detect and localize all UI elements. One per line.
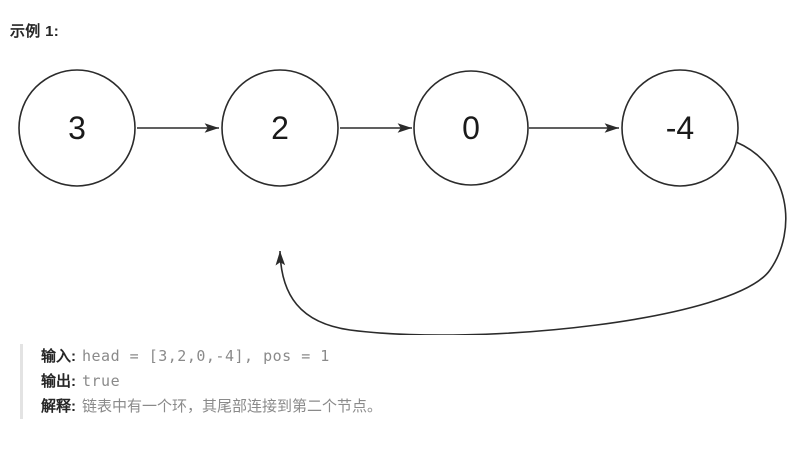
- input-value: head = [3,2,0,-4], pos = 1: [82, 347, 330, 365]
- node-0: 0: [413, 70, 529, 186]
- node-2: 2: [221, 69, 339, 187]
- node-2-label: 2: [271, 110, 289, 146]
- input-line: 输入: head = [3,2,0,-4], pos = 1: [41, 344, 382, 369]
- explanation-label: 解释:: [41, 398, 76, 415]
- explanation-value: 链表中有一个环，其尾部连接到第二个节点。: [82, 398, 383, 415]
- node-3: 3: [18, 69, 136, 187]
- output-value: true: [82, 372, 121, 390]
- node-minus4: -4: [621, 69, 739, 187]
- output-label: 输出:: [41, 373, 76, 390]
- explanation-line: 解释: 链表中有一个环，其尾部连接到第二个节点。: [41, 394, 382, 419]
- edge-cycle-minus4-to-2: [275, 141, 787, 335]
- output-line: 输出: true: [41, 369, 382, 394]
- example-details-block: 输入: head = [3,2,0,-4], pos = 1 输出: true 解释…: [20, 344, 382, 419]
- page-title: 示例 1:: [10, 23, 60, 40]
- node-minus4-label: -4: [666, 110, 694, 146]
- linked-list-cycle-diagram: 3 2 0 -4: [0, 55, 809, 335]
- node-0-label: 0: [462, 110, 480, 146]
- input-label: 输入:: [41, 348, 76, 365]
- node-3-label: 3: [68, 110, 86, 146]
